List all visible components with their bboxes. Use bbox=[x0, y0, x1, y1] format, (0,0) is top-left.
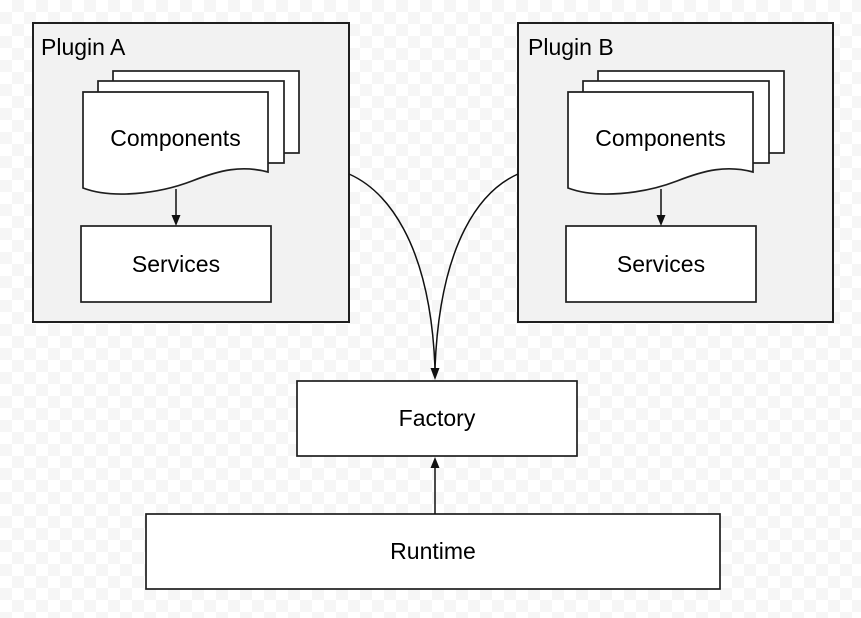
factory-box bbox=[296, 380, 578, 457]
arrowhead-plugins-to-factory bbox=[430, 368, 440, 380]
plugin-a-services-label: Services bbox=[131, 250, 221, 277]
plugin-a-title: Plugin A bbox=[41, 34, 126, 60]
plugin-b-services-label: Services bbox=[616, 250, 706, 277]
runtime-box bbox=[145, 513, 721, 590]
plugin-a-components-document bbox=[82, 91, 269, 195]
plugin-b-components-label: Components bbox=[595, 124, 726, 151]
arrowhead-components-a-to-services-a bbox=[171, 215, 181, 226]
plugin-a-services-box bbox=[80, 225, 272, 303]
factory-label: Factory bbox=[398, 405, 476, 432]
plugin-b-title: Plugin B bbox=[528, 34, 614, 60]
plugin-b-services-box bbox=[565, 225, 757, 303]
plugin-b-components-document bbox=[567, 91, 754, 195]
plugin-a-components-label: Components bbox=[110, 124, 241, 151]
edge-plugin-a-to-factory bbox=[348, 173, 436, 369]
edge-plugin-b-to-factory bbox=[434, 173, 519, 369]
arrowhead-runtime-to-factory bbox=[430, 457, 440, 468]
arrowhead-components-b-to-services-b bbox=[656, 215, 666, 226]
runtime-label: Runtime bbox=[390, 538, 476, 565]
